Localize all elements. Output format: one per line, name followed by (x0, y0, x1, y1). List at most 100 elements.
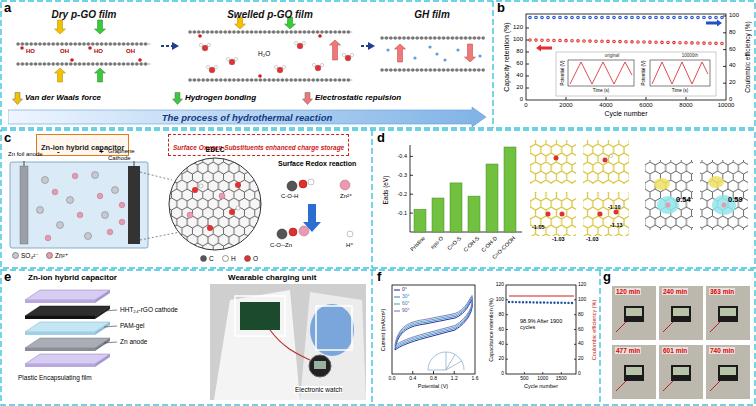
water-molecule (206, 65, 209, 68)
photo-frame (659, 286, 703, 340)
inset-chart (650, 60, 710, 86)
panel-frame (371, 270, 372, 405)
photo-frame (626, 308, 736, 375)
legend-text: Van der Waals force (25, 93, 101, 102)
water-molecule (294, 41, 297, 44)
text-label: 0 (729, 96, 732, 103)
ion (67, 197, 74, 204)
bar-chart (432, 198, 444, 232)
redox-molecule (277, 229, 287, 239)
photo (309, 355, 331, 377)
water-molecule (350, 53, 353, 56)
photo-frame (720, 308, 736, 316)
force-arrow (330, 40, 341, 60)
text-label: Plastic Encapsulating film (18, 374, 92, 381)
text-label: 30° (402, 294, 410, 300)
photo (316, 306, 352, 350)
process-connector (161, 42, 179, 50)
photo-frame (673, 367, 689, 375)
text-label: -0.3 (398, 172, 407, 178)
legend-text: O (253, 255, 258, 262)
cv-chart (394, 311, 400, 312)
text-label: 60 (578, 327, 584, 333)
water-molecule (209, 67, 215, 73)
bar-chart (410, 145, 522, 232)
bar-chart (486, 164, 498, 232)
legend-swatch (245, 256, 251, 262)
text-label: + (99, 147, 104, 156)
connector-line (361, 45, 369, 47)
panel-letter: f (377, 270, 381, 285)
text-label: 0° (402, 287, 407, 293)
ion (77, 212, 83, 218)
cv-chart (392, 285, 475, 374)
text-label: Time (s) (593, 88, 609, 93)
chart-axes (526, 14, 726, 100)
ion (52, 189, 58, 195)
graphene-sheet (18, 32, 484, 80)
axis-arrow (706, 20, 722, 27)
arrow-head (368, 42, 375, 50)
text-label: Zn anode (120, 338, 147, 345)
node-text: Surface Oxygen Substituents enhanced cha… (173, 144, 344, 151)
text-label: Electronic watch (294, 386, 343, 393)
axis-arrow (536, 20, 722, 52)
text-label: 80 (498, 312, 504, 318)
water-molecule (320, 63, 323, 66)
panel-letter: a (4, 1, 11, 16)
text-label: 2000 (559, 102, 572, 109)
zoom-view (199, 184, 203, 188)
ion (45, 235, 51, 241)
retention-chart (506, 285, 576, 374)
panel-frame (1, 270, 755, 405)
axis-title: Eads (eV) (382, 176, 389, 205)
text-label: 0.59 (728, 196, 743, 205)
text-label: 100 (729, 12, 739, 19)
water-molecule (202, 45, 208, 51)
water-dot (413, 56, 416, 59)
text-label: -1.03 (552, 236, 565, 242)
text-label: Surface Redox reaction (278, 160, 356, 168)
water-molecule (282, 65, 285, 68)
redox-molecule (299, 180, 307, 188)
bar-chart (414, 209, 426, 232)
device-layer (95, 338, 110, 351)
panel-frame (1, 1, 755, 128)
ion (72, 173, 78, 179)
panel-frame (371, 130, 372, 268)
water-molecule (226, 57, 229, 60)
photo-frame (612, 286, 750, 399)
retention-chart (506, 300, 576, 374)
ion (107, 229, 113, 235)
text-label: -1.10 (608, 204, 621, 210)
text-label: 40 (516, 72, 523, 79)
text-label: 1.2 (451, 376, 458, 382)
legend-swatch (172, 92, 183, 105)
oxygen-atom (258, 74, 262, 78)
water-molecule (229, 59, 235, 65)
bar-chart (450, 183, 462, 232)
inset-chart (652, 62, 708, 84)
electrolyte-cell (20, 166, 28, 244)
text-label: 6000 (639, 102, 652, 109)
legend-swatch (302, 92, 313, 105)
molecule-model (645, 160, 693, 230)
text-label: -1.05 (532, 224, 545, 230)
photo-frame (612, 286, 656, 340)
oxygen-atom (20, 46, 24, 50)
panel-frame (1, 130, 755, 268)
legend-swatch (46, 252, 53, 259)
film-illustration: Swelled p-GO film (182, 4, 358, 88)
photo-frame (706, 345, 750, 399)
molecule-model (654, 178, 670, 190)
molecule-model (583, 192, 629, 236)
ion (37, 172, 125, 241)
photo-frame (673, 308, 689, 316)
electrolyte-cell (10, 162, 148, 248)
molecule-model (666, 203, 671, 208)
panel-letter: b (497, 1, 505, 16)
photo (210, 284, 366, 400)
photo (210, 284, 366, 400)
